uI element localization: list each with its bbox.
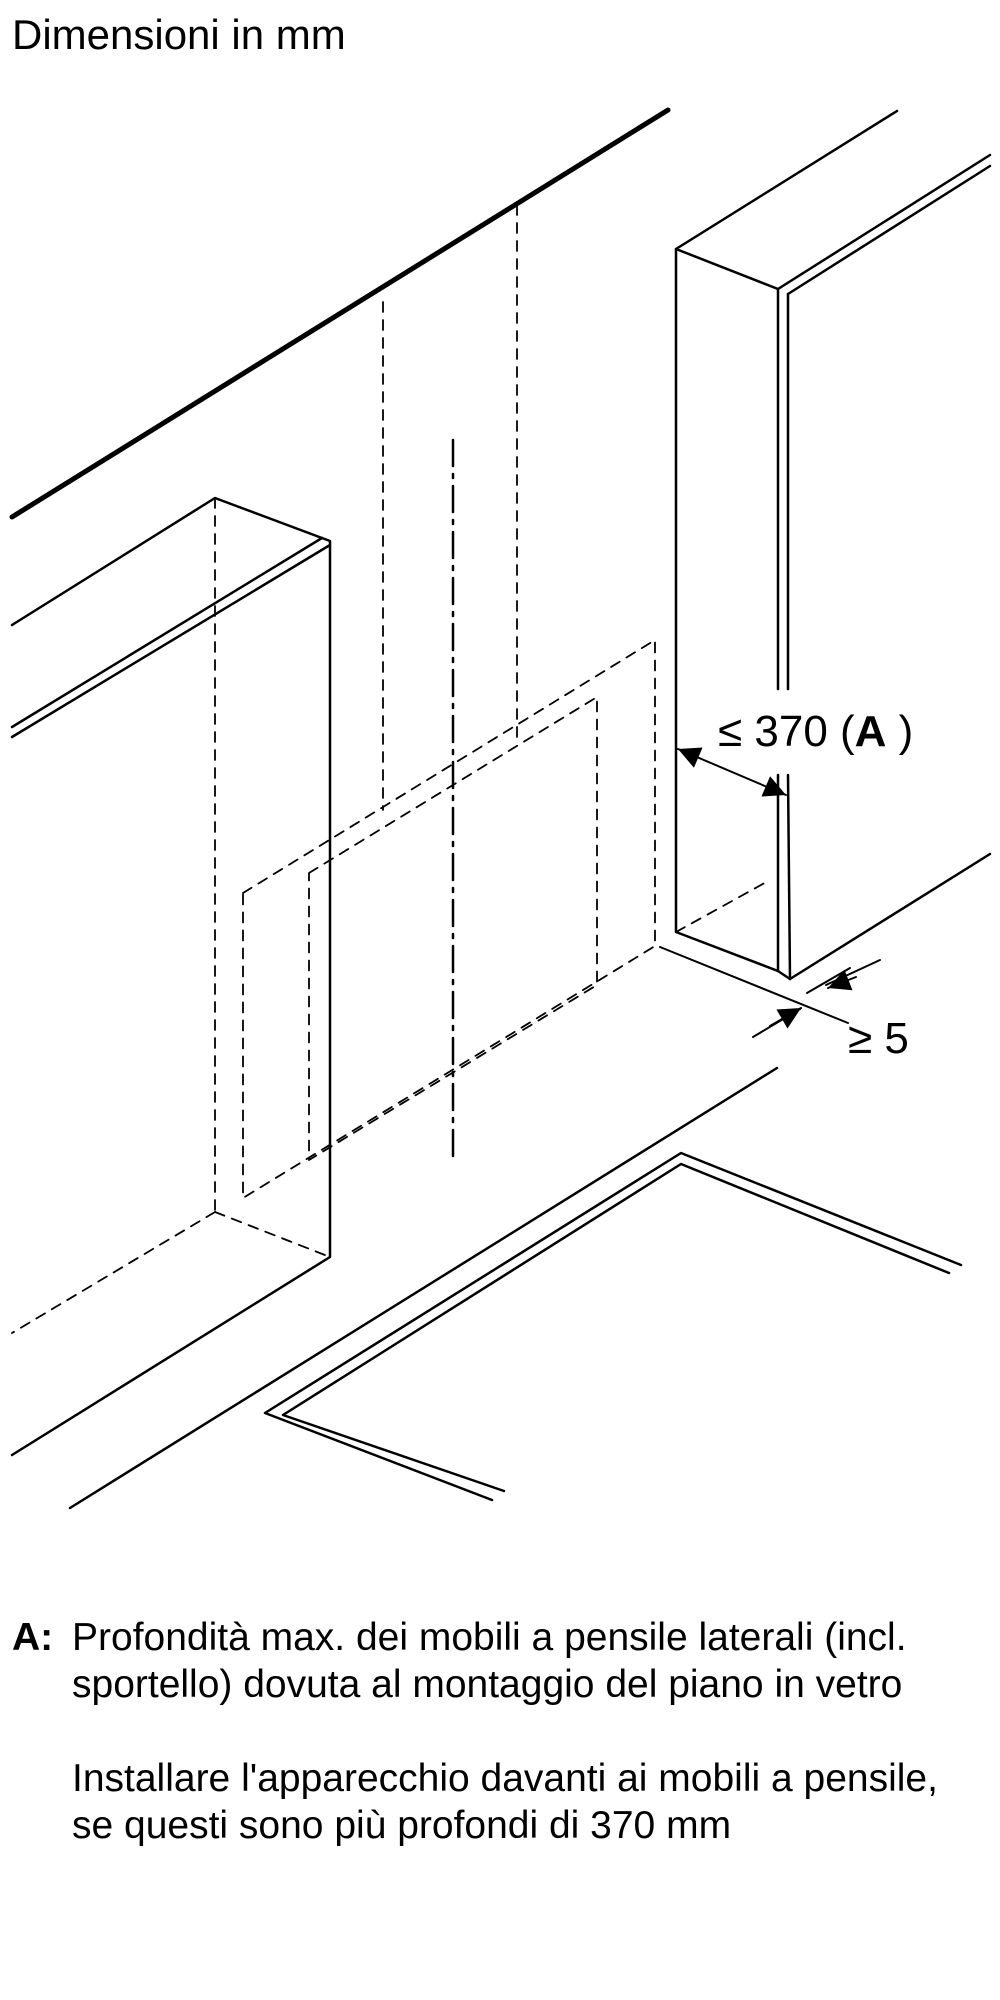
right-cabinet-hidden-edge [675,879,771,933]
worktop [68,1066,963,1510]
page-title: Dimensioni in mm [12,11,346,58]
right-wall-cabinet [674,109,992,981]
legend-key: A: [12,1616,54,1659]
dimension-gap [659,946,881,1038]
dimension-gap-label: ≥ 5 [848,1014,909,1063]
dimension-depth-label: ≤ 370 (A ) [718,707,913,756]
wall-top-edge [9,107,671,520]
left-cabinet-hidden-edges [11,497,331,1334]
legend-line-2: Installare l'apparecchio davanti ai mobi… [72,1757,938,1847]
legend-text: Profondità max. dei mobili a pensile lat… [72,1614,972,1849]
hood-outline [242,204,656,1199]
installation-diagram: ≤ 370 (A ) ≥ 5 [9,107,992,1510]
left-wall-cabinet [10,496,332,1457]
dimension-depth [677,747,787,797]
legend-line-1: Profondità max. dei mobili a pensile lat… [72,1616,907,1706]
